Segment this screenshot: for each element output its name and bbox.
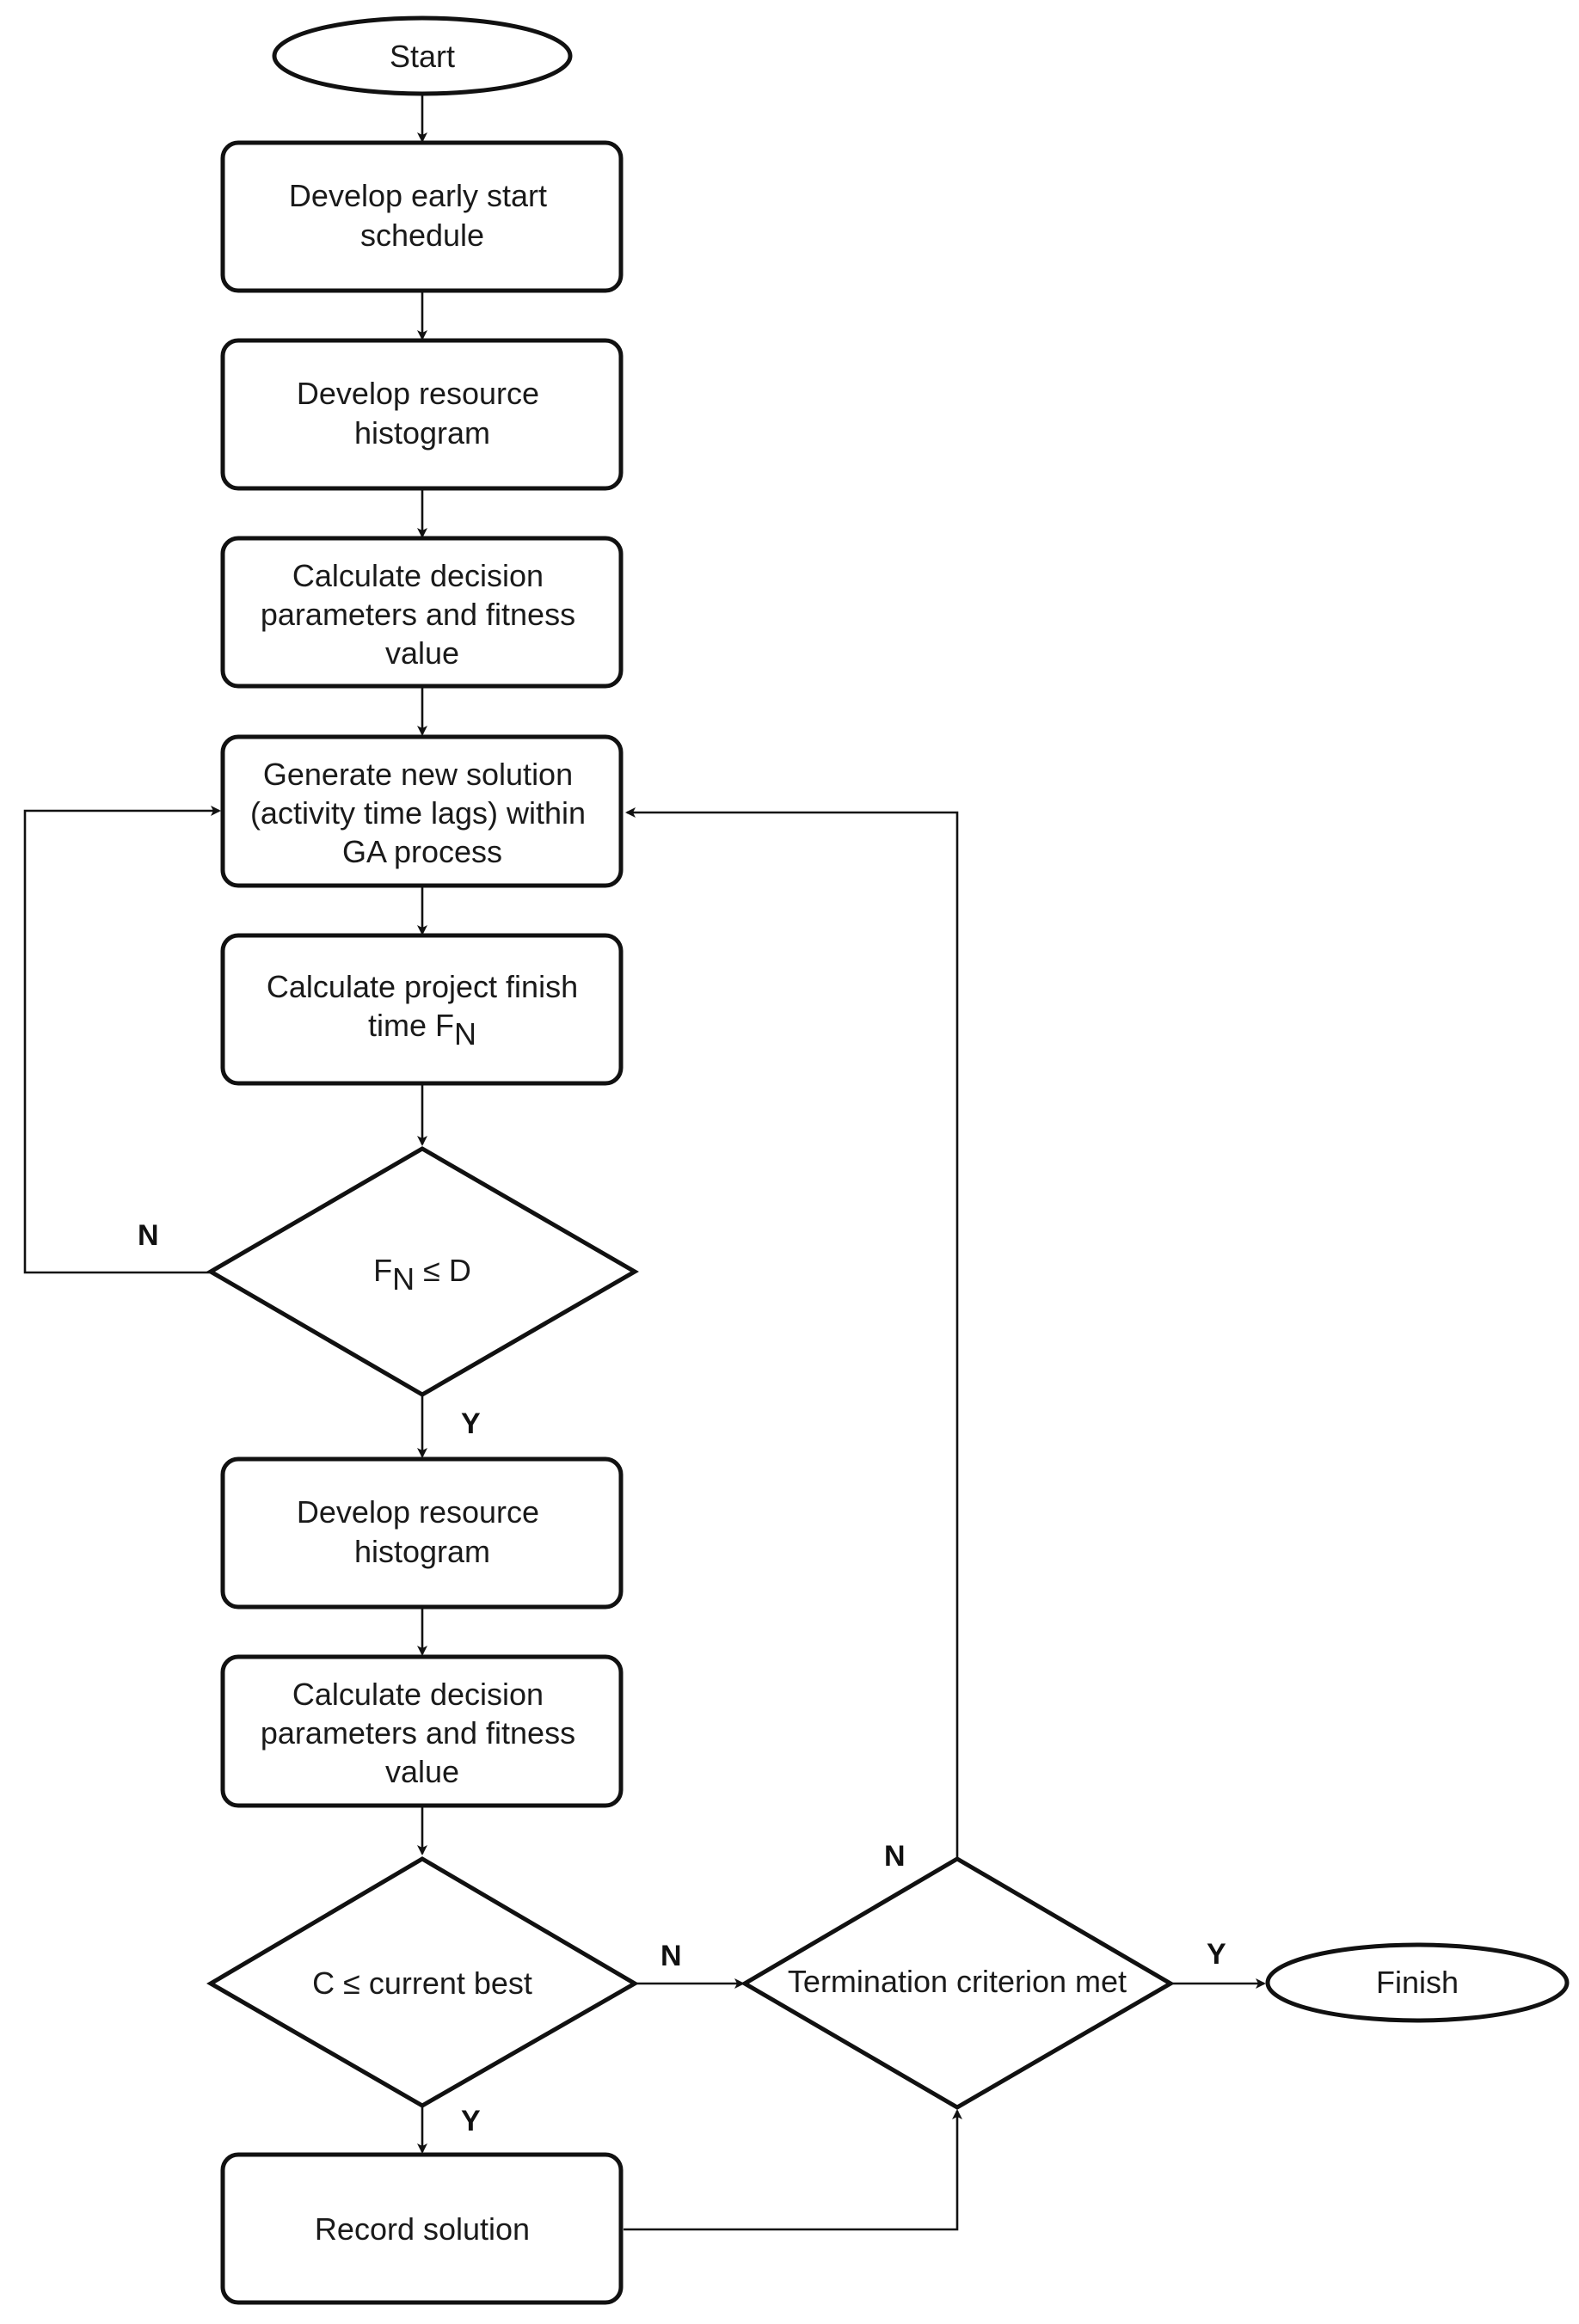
histogram-1-label-line-2: histogram xyxy=(354,415,490,451)
finish-time-label-prefix: time F xyxy=(368,1008,454,1043)
calc-2-process-box xyxy=(220,1654,624,1808)
start-label: Start xyxy=(390,39,455,74)
edge-labels: N Y N Y N Y xyxy=(138,1219,1226,2137)
decision-fn-label-main: F xyxy=(373,1253,392,1288)
early-start-process-box xyxy=(220,140,624,293)
edge-label-term-no: N xyxy=(884,1840,906,1873)
histogram-2-label-line-2: histogram xyxy=(354,1534,490,1569)
calc-1-label-line-3: value xyxy=(385,635,459,671)
record-label: Record solution xyxy=(315,2211,530,2247)
node-resource-histogram-1: Develop resource histogram xyxy=(220,338,624,491)
histogram-2-process-box xyxy=(220,1456,624,1610)
node-decision-c: C ≤ current best xyxy=(206,1856,639,2108)
node-project-finish-time: Calculate project finish time FN xyxy=(220,933,624,1086)
arrow-termination-no-to-generate xyxy=(625,807,959,1859)
finish-label: Finish xyxy=(1376,1965,1459,2000)
arrow-record-to-termination xyxy=(624,2109,962,2231)
node-calc-decision-2: Calculate decision parameters and fitnes… xyxy=(220,1654,624,1808)
finish-time-label-line-1: Calculate project finish xyxy=(267,969,578,1004)
node-resource-histogram-2: Develop resource histogram xyxy=(220,1456,624,1610)
decision-c-diamond xyxy=(206,1856,639,2108)
calc-1-label-line-2: parameters and fitness xyxy=(261,597,575,632)
finish-time-process-box xyxy=(220,933,624,1086)
edge-label-fn-yes: Y xyxy=(461,1407,481,1440)
edge-label-term-yes: Y xyxy=(1207,1938,1226,1971)
calc-2-label-line-3: value xyxy=(385,1754,459,1789)
edge-label-c-yes: Y xyxy=(461,2105,481,2137)
generate-process-box xyxy=(220,734,624,888)
calc-1-process-box xyxy=(220,536,624,689)
calc-2-label-line-1: Calculate decision xyxy=(292,1677,544,1712)
termination-diamond xyxy=(740,1856,1175,2110)
node-calc-decision-1: Calculate decision parameters and fitnes… xyxy=(220,536,624,689)
histogram-2-label: Develop resource histogram xyxy=(297,1494,548,1569)
early-start-label-line-2: schedule xyxy=(360,218,484,253)
decision-fn-label-subscript: N xyxy=(392,1261,415,1297)
edge-label-fn-no: N xyxy=(138,1219,159,1252)
histogram-1-label: Develop resource histogram xyxy=(297,376,548,451)
finish-terminal-shape xyxy=(1265,1942,1570,2023)
calc-1-label-line-1: Calculate decision xyxy=(292,558,544,593)
histogram-1-process-box xyxy=(220,338,624,491)
node-early-start-schedule: Develop early start schedule xyxy=(220,140,624,293)
node-generate-solution: Generate new solution (activity time lag… xyxy=(220,734,624,888)
node-finish: Finish xyxy=(1265,1942,1570,2023)
histogram-2-label-line-1: Develop resource xyxy=(297,1494,539,1530)
start-terminal-shape xyxy=(272,15,573,96)
generate-label-line-2: (activity time lags) within xyxy=(250,795,586,831)
generate-label: Generate new solution (activity time lag… xyxy=(250,757,594,869)
early-start-label: Develop early start schedule xyxy=(289,178,556,253)
finish-time-label-line-2: time FN xyxy=(368,1008,476,1052)
record-process-box xyxy=(220,2152,624,2305)
decision-fn-diamond xyxy=(206,1146,639,1397)
finish-time-label-subscript: N xyxy=(454,1016,476,1052)
decision-c-label: C ≤ current best xyxy=(312,1965,532,2001)
early-start-label-line-1: Develop early start xyxy=(289,178,547,213)
node-start: Start xyxy=(272,15,573,96)
decision-fn-label-rest: ≤ D xyxy=(415,1253,471,1288)
termination-label: Termination criterion met xyxy=(788,1964,1127,1999)
histogram-1-label-line-1: Develop resource xyxy=(297,376,539,411)
node-decision-fn: FN ≤ D xyxy=(206,1146,639,1397)
calc-2-label-line-2: parameters and fitness xyxy=(261,1715,575,1751)
decision-fn-label: FN ≤ D xyxy=(373,1253,471,1297)
node-record-solution: Record solution xyxy=(220,2152,624,2305)
calc-2-label: Calculate decision parameters and fitnes… xyxy=(261,1677,584,1789)
node-termination: Termination criterion met xyxy=(740,1856,1175,2110)
generate-label-line-1: Generate new solution xyxy=(263,757,573,792)
edge-label-c-no: N xyxy=(660,1940,682,1972)
connectors xyxy=(23,95,1266,2231)
arrow-decision-fn-no-loop xyxy=(23,806,221,1274)
calc-1-label: Calculate decision parameters and fitnes… xyxy=(261,558,584,671)
generate-label-line-3: GA process xyxy=(342,834,502,869)
